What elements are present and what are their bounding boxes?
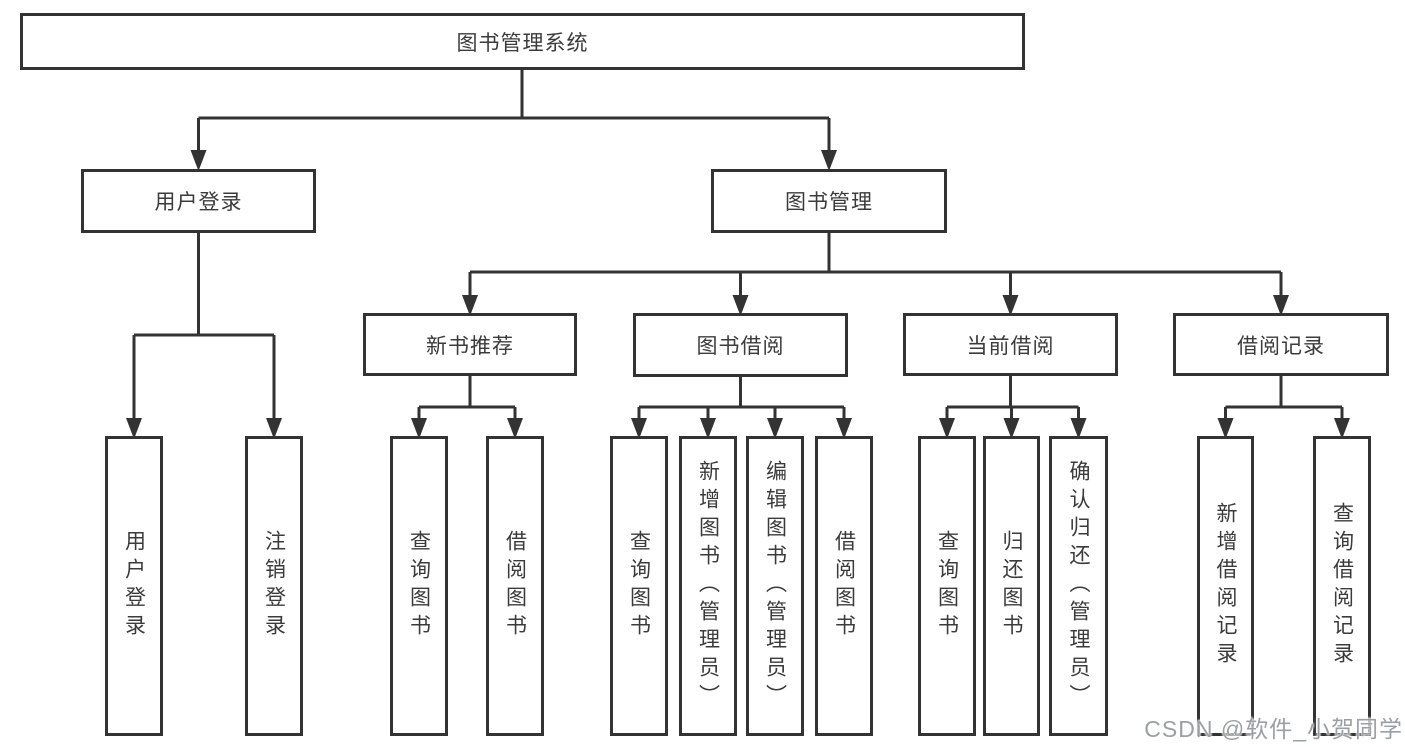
arrowhead-down-icon [700,418,716,439]
node-new-book-recommend: 新书推荐 [363,313,577,376]
arrowhead-down-icon [836,418,852,439]
node-root: 图书管理系统 [20,13,1025,70]
node-label: 新增图书（管理员） [696,460,720,712]
arrowhead-down-icon [507,418,523,439]
node-borrow-books-1: 借阅图书 [486,436,544,736]
node-label: 图书管理 [785,191,873,214]
node-query-borrow-record: 查询借阅记录 [1313,436,1371,736]
arrowhead-down-icon [1217,418,1234,439]
node-label: 用户登录 [122,530,146,642]
node-user-login-action: 用户登录 [105,436,163,736]
node-query-books-1: 查询图书 [390,436,448,736]
node-label: 查询借阅记录 [1330,502,1354,670]
node-label: 确认归还（管理员） [1067,460,1091,712]
node-label: 归还图书 [1000,530,1024,642]
arrowhead-down-icon [1002,295,1019,316]
arrowhead-down-icon [1070,418,1087,439]
arrowhead-down-icon [462,295,478,316]
node-current-borrowing: 当前借阅 [903,313,1118,376]
node-logout-action: 注销登录 [245,436,303,736]
arrowhead-down-icon [1334,418,1350,439]
node-borrow-books-2: 借阅图书 [815,436,873,736]
node-book-borrowing: 图书借阅 [633,313,848,377]
node-label: 借阅图书 [503,530,527,642]
node-query-books-2: 查询图书 [610,436,668,736]
node-borrowing-records: 借阅记录 [1173,313,1389,376]
arrowhead-down-icon [939,418,955,439]
node-return-books: 归还图书 [983,436,1040,736]
node-label: 查询图书 [407,530,431,642]
arrowhead-down-icon [266,418,282,439]
node-label: 当前借阅 [966,334,1055,358]
node-add-borrow-record: 新增借阅记录 [1197,436,1254,736]
node-label: 图书管理系统 [456,31,589,55]
node-label: 借阅图书 [832,530,856,642]
arrowhead-down-icon [821,150,837,171]
arrowhead-down-icon [411,418,427,439]
node-label: 新增借阅记录 [1214,502,1238,670]
arrowhead-down-icon [732,295,749,316]
arrowhead-down-icon [126,418,142,439]
arrowhead-down-icon [631,418,647,439]
node-book-management: 图书管理 [711,169,947,233]
watermark: CSDN @软件_小贺同学 [1144,716,1403,742]
node-label: 编辑图书（管理员） [763,460,787,712]
arrowhead-down-icon [767,418,783,439]
node-label: 查询图书 [627,530,651,642]
node-label: 图书借阅 [696,335,785,358]
node-label: 新书推荐 [426,334,514,358]
node-label: 注销登录 [262,530,286,642]
node-label: 查询图书 [935,530,959,642]
node-label: 用户登录 [154,191,243,214]
arrowhead-down-icon [190,150,207,171]
node-query-books-3: 查询图书 [918,436,976,736]
node-label: 借阅记录 [1237,334,1325,358]
node-confirm-return-admin: 确认归还（管理员） [1049,436,1108,736]
arrowhead-down-icon [1273,295,1289,316]
arrowhead-down-icon [1003,418,1020,439]
node-edit-books-admin: 编辑图书（管理员） [746,436,804,736]
node-user-login: 用户登录 [81,169,316,233]
node-add-books-admin: 新增图书（管理员） [679,436,737,736]
